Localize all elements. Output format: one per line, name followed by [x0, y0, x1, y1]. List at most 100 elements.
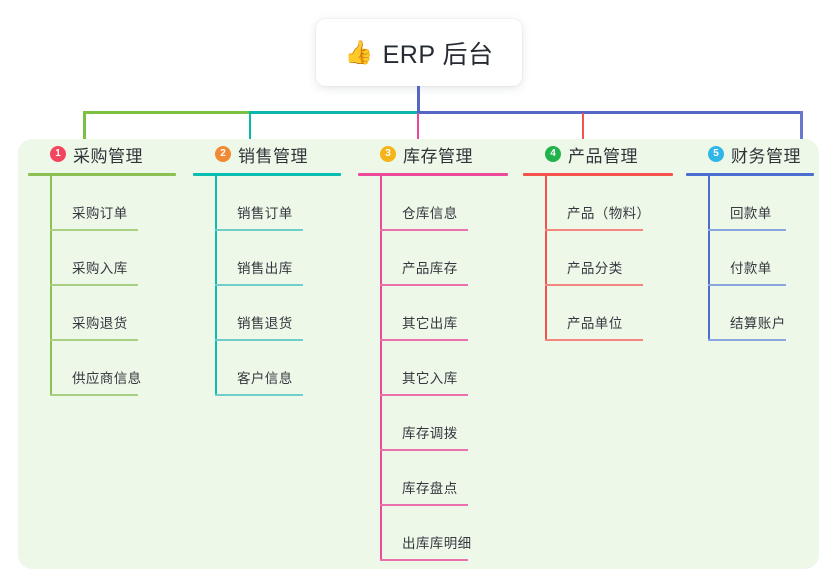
- root-node-card[interactable]: 👍 ERP 后台: [316, 19, 522, 86]
- branch-item[interactable]: 付款单: [708, 231, 824, 286]
- branch-item-label: 产品单位: [567, 316, 623, 331]
- branch-item-rule: [708, 229, 786, 231]
- branch-item[interactable]: 结算账户: [708, 286, 824, 341]
- branch-title: 采购管理: [73, 146, 143, 166]
- branch-item[interactable]: 采购订单: [50, 176, 186, 231]
- branch-title: 产品管理: [568, 146, 638, 166]
- branch-item-label: 付款单: [730, 261, 772, 276]
- branch-item-label: 采购退货: [72, 316, 128, 331]
- branch-items-3: 仓库信息产品库存其它出库其它入库库存调拨库存盘点出库库明细: [380, 176, 518, 561]
- branch-index-badge: 3: [380, 146, 396, 162]
- branch-item-label: 出库库明细: [402, 536, 472, 551]
- branch-spine: [380, 176, 382, 561]
- branch-item[interactable]: 回款单: [708, 176, 824, 231]
- branch-item-rule: [215, 339, 303, 341]
- branch-header-rule: [193, 173, 341, 176]
- branch-item[interactable]: 产品库存: [380, 231, 518, 286]
- branch-header-rule: [523, 173, 673, 176]
- branch-item[interactable]: 库存调拨: [380, 396, 518, 451]
- branch-item-rule: [380, 449, 468, 451]
- branch-item-rule: [50, 339, 138, 341]
- branch-column-5: 5 财务管理回款单付款单结算账户: [686, 139, 824, 341]
- branch-item[interactable]: 产品分类: [545, 231, 683, 286]
- root-node-label: ERP 后台: [382, 40, 494, 69]
- branch-spine: [50, 176, 52, 396]
- branch-item-rule: [50, 284, 138, 286]
- branch-item[interactable]: 仓库信息: [380, 176, 518, 231]
- branch-index-badge: 5: [708, 146, 724, 162]
- branch-item-label: 客户信息: [237, 371, 293, 386]
- branch-item-rule: [545, 339, 643, 341]
- branch-item[interactable]: 其它出库: [380, 286, 518, 341]
- branch-header-5[interactable]: 5 财务管理: [686, 139, 824, 169]
- branch-items-4: 产品（物料） 产品分类产品单位: [545, 176, 683, 341]
- connector-drop-4: [582, 113, 584, 143]
- branch-item[interactable]: 供应商信息: [50, 341, 186, 396]
- branch-header-rule: [358, 173, 508, 176]
- branch-item[interactable]: 产品（物料）: [545, 176, 683, 231]
- connector-bus-green: [84, 111, 250, 114]
- branch-item-label: 采购入库: [72, 261, 128, 276]
- branch-items-5: 回款单付款单结算账户: [708, 176, 824, 341]
- branch-item-label: 产品分类: [567, 261, 623, 276]
- branch-item-label: 其它入库: [402, 371, 458, 386]
- branch-item-label: 销售订单: [237, 206, 293, 221]
- branch-item[interactable]: 产品单位: [545, 286, 683, 341]
- branch-spine: [215, 176, 217, 396]
- branch-item[interactable]: 采购入库: [50, 231, 186, 286]
- branch-item-rule: [380, 229, 468, 231]
- connector-elbow-left: [83, 111, 86, 143]
- connector-drop-3: [417, 113, 419, 143]
- branch-item[interactable]: 销售出库: [215, 231, 351, 286]
- branch-item[interactable]: 库存盘点: [380, 451, 518, 506]
- branch-item-label: 回款单: [730, 206, 772, 221]
- branch-item[interactable]: 销售订单: [215, 176, 351, 231]
- branch-item-rule: [50, 229, 138, 231]
- branch-title: 库存管理: [403, 146, 473, 166]
- branch-items-2: 销售订单销售出库销售退货客户信息: [215, 176, 351, 396]
- branch-spine: [545, 176, 547, 341]
- branch-header-3[interactable]: 3 库存管理: [358, 139, 518, 169]
- connector-root-stem: [417, 86, 420, 113]
- branch-item-rule: [215, 394, 303, 396]
- thumbs-up-icon: 👍: [344, 39, 374, 65]
- branch-item-rule: [215, 229, 303, 231]
- branch-item-rule: [380, 504, 468, 506]
- branch-item-label: 其它出库: [402, 316, 458, 331]
- branch-item-rule: [380, 284, 468, 286]
- branch-header-rule: [686, 173, 814, 176]
- branch-item-label: 产品库存: [402, 261, 458, 276]
- branch-item[interactable]: 出库库明细: [380, 506, 518, 561]
- branch-item[interactable]: 采购退货: [50, 286, 186, 341]
- branch-item-rule: [380, 339, 468, 341]
- branch-title: 财务管理: [731, 146, 801, 166]
- branch-item-label: 仓库信息: [402, 206, 458, 221]
- branch-item[interactable]: 销售退货: [215, 286, 351, 341]
- branch-item[interactable]: 其它入库: [380, 341, 518, 396]
- connector-bus-teal: [249, 111, 419, 114]
- branch-item-label: 供应商信息: [72, 371, 142, 386]
- branch-item-label: 结算账户: [730, 316, 786, 331]
- branch-item-label: 产品（物料）: [567, 206, 651, 221]
- branch-item-label: 采购订单: [72, 206, 128, 221]
- branch-spine: [708, 176, 710, 341]
- branch-column-3: 3 库存管理仓库信息产品库存其它出库其它入库库存调拨库存盘点出库库明细: [358, 139, 518, 561]
- branch-item[interactable]: 客户信息: [215, 341, 351, 396]
- branch-item-label: 销售出库: [237, 261, 293, 276]
- connector-drop-2: [249, 113, 251, 143]
- branch-item-rule: [708, 284, 786, 286]
- branch-item-label: 销售退货: [237, 316, 293, 331]
- connector-bus-blue: [417, 111, 802, 114]
- branch-item-rule: [380, 559, 468, 561]
- root-node-title: 👍 ERP 后台: [344, 35, 493, 71]
- branch-item-rule: [545, 229, 643, 231]
- branch-index-badge: 2: [215, 146, 231, 162]
- branch-items-1: 采购订单采购入库采购退货供应商信息: [50, 176, 186, 396]
